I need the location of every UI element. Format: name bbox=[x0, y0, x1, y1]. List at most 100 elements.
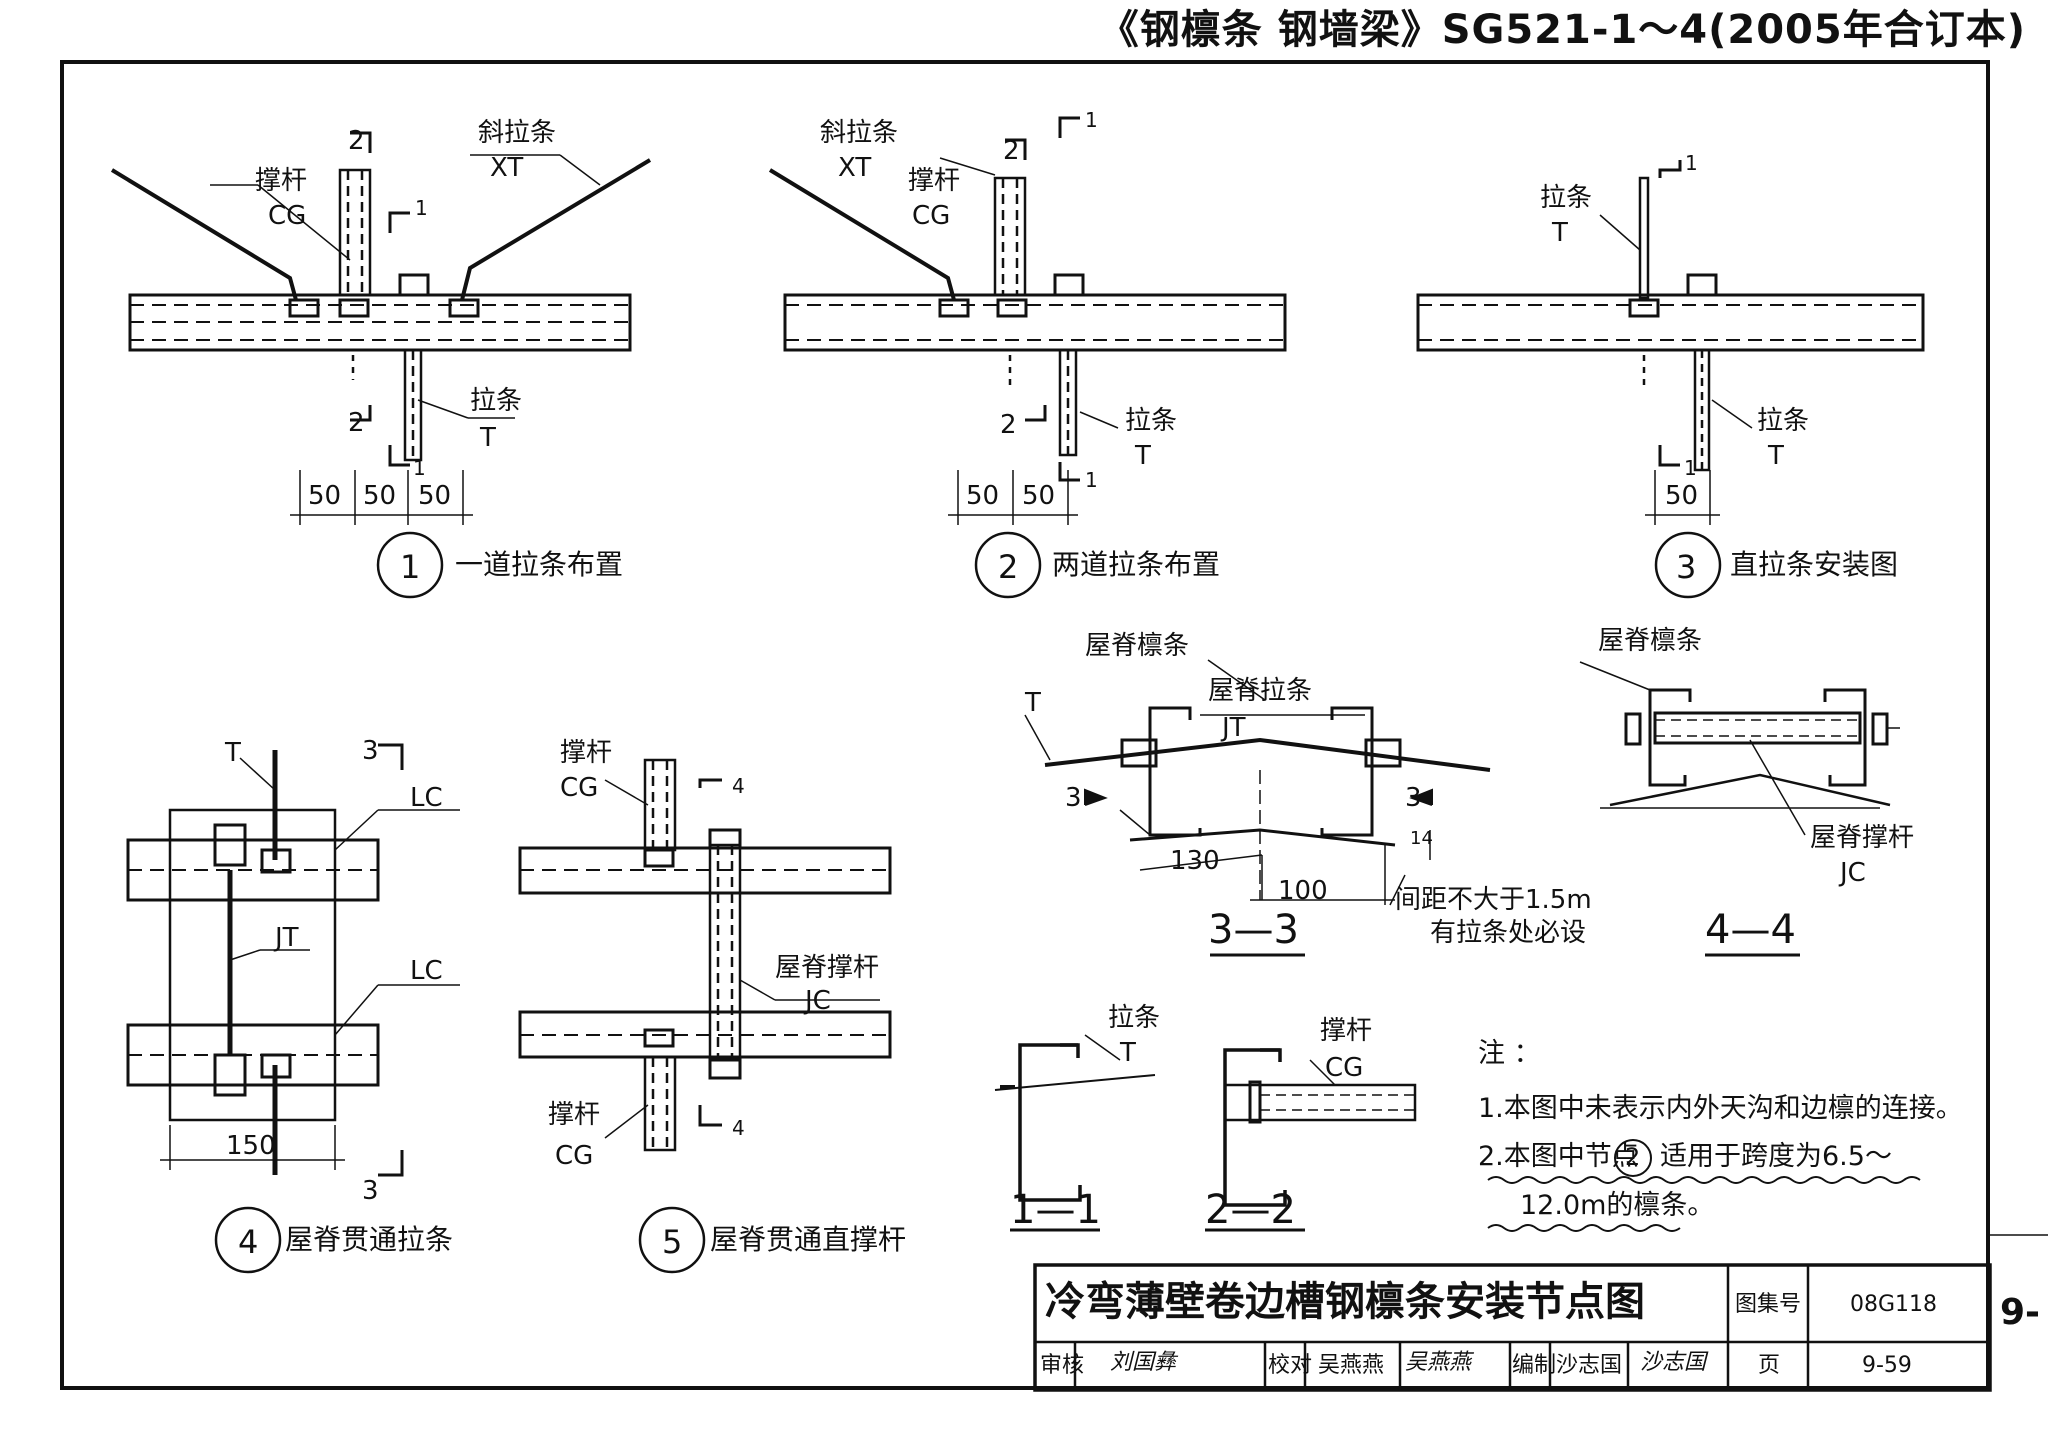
d3-number: 3 bbox=[1676, 548, 1697, 586]
detail-2 bbox=[768, 116, 1287, 599]
d5-label-ridge-strut-cn: 屋脊撑杆 bbox=[775, 953, 880, 983]
s44-label-ridge-strut-cn: 屋脊撑杆 bbox=[1810, 823, 1915, 853]
d3-section-mark-1b: 1 bbox=[1684, 456, 1697, 480]
d2-section-mark-2: 2 bbox=[1003, 136, 1020, 166]
title-block-review-signature: 刘国彝 bbox=[1110, 1350, 1177, 1375]
title-block bbox=[1033, 1263, 1992, 1392]
notes-line-2-node: 2 bbox=[1625, 1143, 1641, 1171]
s33-title: 3—3 bbox=[1208, 907, 1299, 953]
d3-dim-1: 50 bbox=[1665, 481, 1699, 511]
d2-dim-2: 50 bbox=[1022, 481, 1056, 511]
d2-label-tie-cn: 拉条 bbox=[1125, 406, 1178, 436]
d4-label-lc-top: LC bbox=[410, 783, 443, 813]
title-block-check-name: 吴燕燕 bbox=[1318, 1353, 1385, 1378]
d4-dim-1: 150 bbox=[226, 1131, 276, 1161]
detail-1 bbox=[110, 131, 652, 599]
d1-section-mark-1b: 1 bbox=[413, 456, 426, 480]
d1-label-tie-cn: 拉条 bbox=[470, 386, 523, 416]
d5-section-mark-4: 4 bbox=[732, 774, 745, 798]
d5-label-strut-cn-2: 撑杆 bbox=[548, 1100, 601, 1130]
s44-label-ridge-purlin: 屋脊檩条 bbox=[1598, 626, 1703, 656]
d4-section-mark-3: 3 bbox=[362, 736, 379, 766]
s33-label-ridge-purlin: 屋脊檩条 bbox=[1085, 631, 1190, 661]
d2-section-mark-2b: 2 bbox=[1000, 410, 1017, 440]
title-block-atlas-number: 08G118 bbox=[1850, 1292, 1938, 1317]
section-3-3 bbox=[1024, 659, 1491, 957]
d4-caption: 屋脊贯通拉条 bbox=[285, 1223, 454, 1256]
s33-label-ridge-tie-cn: 屋脊拉条 bbox=[1208, 676, 1313, 706]
d1-label-strut: CG bbox=[268, 201, 307, 231]
d2-label-diag-tie-cn: 斜拉条 bbox=[820, 118, 899, 148]
d4-label-lc-bottom: LC bbox=[410, 956, 443, 986]
d4-number: 4 bbox=[238, 1223, 259, 1261]
s33-note-spacing: 间距不大于1.5m bbox=[1395, 885, 1592, 915]
d2-label-strut-cn: 撑杆 bbox=[908, 166, 961, 196]
title-block-check-signature: 吴燕燕 bbox=[1405, 1350, 1472, 1375]
s22-title: 2—2 bbox=[1205, 1187, 1296, 1233]
drawing-frame bbox=[60, 60, 1990, 1390]
section-4-4 bbox=[1579, 661, 1900, 957]
d2-label-strut: CG bbox=[912, 201, 951, 231]
atlas-header-title: 《钢檩条 钢墙梁》SG521-1～4(2005年合订本) bbox=[1098, 7, 2026, 53]
title-block-check-label: 校对 bbox=[1268, 1353, 1313, 1378]
s33-section-mark-right: 3 bbox=[1405, 783, 1422, 813]
s44-title: 4—4 bbox=[1705, 907, 1796, 953]
s22-label-strut: CG bbox=[1325, 1053, 1364, 1083]
d1-section-mark-1: 1 bbox=[415, 196, 428, 220]
d3-label-tie-cn-2: 拉条 bbox=[1757, 406, 1810, 436]
d1-label-strut-cn: 撑杆 bbox=[255, 166, 308, 196]
s33-dim-14: 14 bbox=[1410, 828, 1433, 849]
d2-section-mark-1b: 1 bbox=[1085, 468, 1098, 492]
d1-dim-3: 50 bbox=[418, 481, 452, 511]
s11-label-tie-cn: 拉条 bbox=[1108, 1003, 1161, 1033]
s11-label-tie: T bbox=[1120, 1038, 1136, 1068]
d1-caption: 一道拉条布置 bbox=[455, 548, 624, 581]
d2-caption: 两道拉条布置 bbox=[1052, 548, 1221, 581]
s33-label-tie: T bbox=[1025, 688, 1041, 718]
d1-number: 1 bbox=[400, 548, 421, 586]
s33-note-required: 有拉条处必设 bbox=[1430, 918, 1587, 948]
title-block-draw-label: 编制 bbox=[1512, 1353, 1557, 1378]
notes-line-1: 1.本图中未表示内外天沟和边檩的连接。 bbox=[1478, 1093, 1963, 1124]
title-block-draw-signature: 沙志国 bbox=[1640, 1350, 1707, 1375]
detail-3 bbox=[1416, 160, 1925, 599]
d4-section-mark-3b: 3 bbox=[362, 1176, 379, 1206]
d2-label-diag-tie: XT bbox=[838, 153, 872, 183]
detail-4 bbox=[126, 743, 460, 1274]
s22-label-strut-cn: 撑杆 bbox=[1320, 1016, 1373, 1046]
title-block-page-number: 9-59 bbox=[1862, 1353, 1912, 1378]
d1-section-mark-2b: 2 bbox=[348, 408, 365, 438]
notes-line-2b: 适用于跨度为6.5～ bbox=[1660, 1141, 1892, 1172]
d2-dim-1: 50 bbox=[966, 481, 1000, 511]
d1-label-diag-tie-cn: 斜拉条 bbox=[478, 118, 557, 148]
d4-label-jt: JT bbox=[275, 923, 299, 953]
d1-label-diag-tie: XT bbox=[490, 153, 524, 183]
detail-5 bbox=[518, 758, 892, 1274]
d1-dim-1: 50 bbox=[308, 481, 342, 511]
title-block-atlas-label: 图集号 bbox=[1735, 1292, 1802, 1317]
title-block-review-label: 审核 bbox=[1040, 1353, 1085, 1378]
s33-dim-130: 130 bbox=[1170, 846, 1220, 876]
d5-label-ridge-strut: JC bbox=[805, 986, 831, 1016]
d3-label-tie: T bbox=[1552, 218, 1568, 248]
d1-dim-2: 50 bbox=[363, 481, 397, 511]
d3-section-mark-1: 1 bbox=[1685, 151, 1698, 175]
d5-label-strut-2: CG bbox=[555, 1141, 594, 1171]
d5-caption: 屋脊贯通直撑杆 bbox=[710, 1223, 907, 1256]
d5-label-strut: CG bbox=[560, 773, 599, 803]
notes-line-2a: 2.本图中节点 bbox=[1478, 1141, 1639, 1172]
s33-label-ridge-tie: JT bbox=[1222, 713, 1246, 743]
d2-section-mark-1: 1 bbox=[1085, 108, 1098, 132]
d5-number: 5 bbox=[662, 1223, 683, 1261]
d2-number: 2 bbox=[998, 548, 1019, 586]
title-block-page-label: 页 bbox=[1758, 1353, 1781, 1378]
d2-label-tie: T bbox=[1135, 441, 1151, 471]
section-2-2 bbox=[1205, 1048, 1417, 1232]
title-block-title: 冷弯薄壁卷边槽钢檩条安装节点图 bbox=[1045, 1279, 1645, 1325]
d4-label-tie: T bbox=[225, 738, 241, 768]
d5-section-mark-4b: 4 bbox=[732, 1116, 745, 1140]
section-1-1 bbox=[994, 1034, 1156, 1232]
s44-label-ridge-strut: JC bbox=[1840, 858, 1866, 888]
edge-page-number: 9- bbox=[2000, 1292, 2040, 1333]
d3-caption: 直拉条安装图 bbox=[1730, 548, 1899, 581]
